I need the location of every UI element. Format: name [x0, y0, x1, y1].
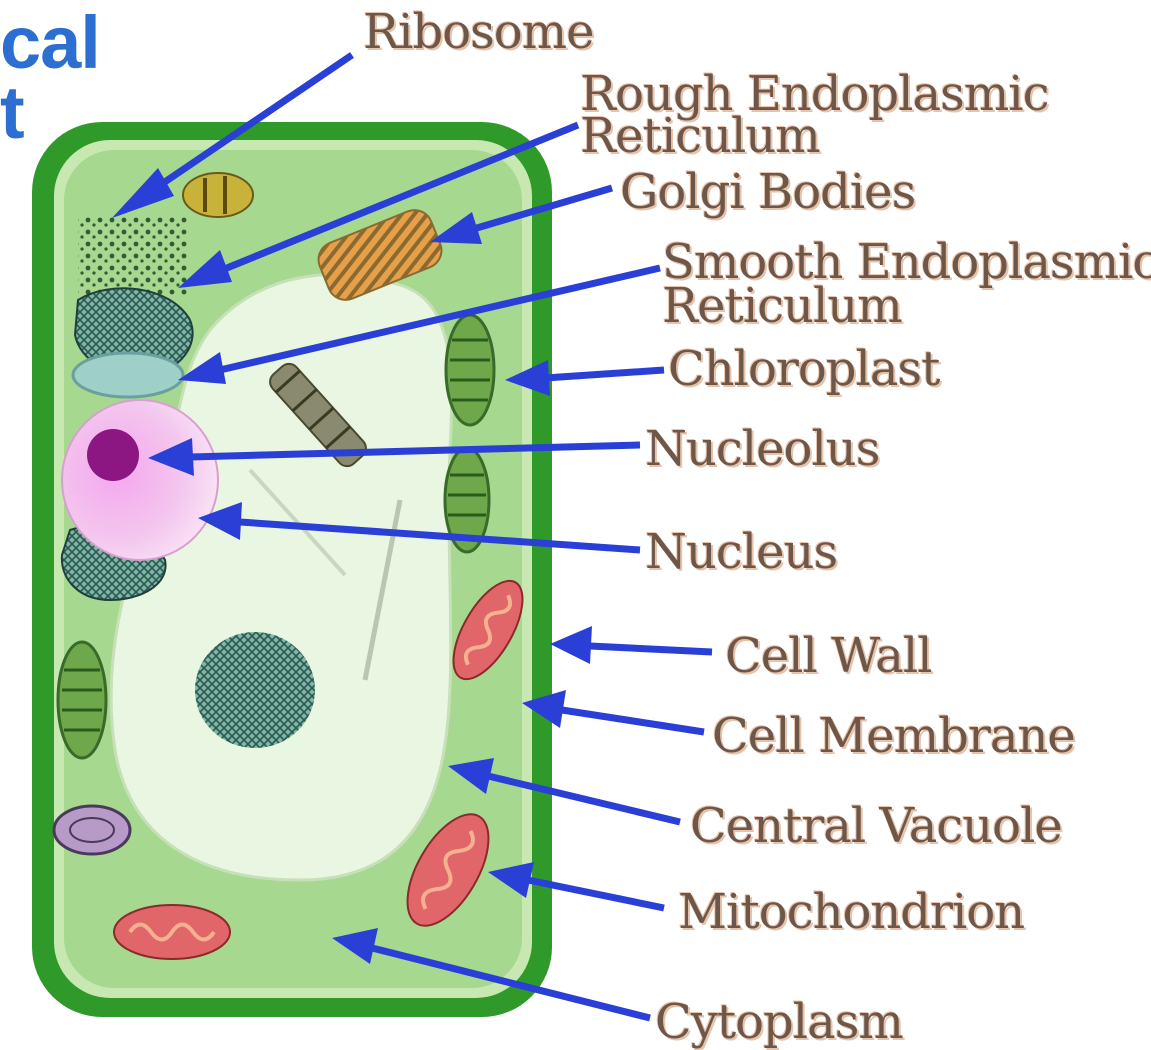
arrow-cell-membrane	[562, 710, 704, 732]
smooth-er-shape	[73, 353, 183, 397]
small-organelle	[54, 806, 130, 854]
chloroplast-left	[58, 642, 106, 758]
label-cytoplasm: Cytoplasm	[655, 998, 903, 1046]
arrow-cell-wall	[590, 646, 712, 652]
title-fragment-line1: cal	[0, 6, 100, 80]
label-nucleolus: Nucleolus	[645, 425, 879, 473]
label-rough-er-line2: Reticulum	[580, 112, 820, 160]
label-smooth-er-line2: Reticulum	[662, 282, 902, 330]
label-central-vacuole: Central Vacuole	[690, 802, 1062, 850]
ribosome-dots	[78, 215, 188, 295]
label-golgi: Golgi Bodies	[620, 168, 915, 216]
label-mitochondrion: Mitochondrion	[678, 888, 1024, 936]
title-fragment-line2: t	[0, 76, 24, 150]
label-cell-membrane: Cell Membrane	[712, 712, 1075, 760]
arrowhead-cell-wall	[550, 626, 592, 664]
label-nucleus: Nucleus	[645, 528, 837, 576]
arrow-chloroplast	[545, 370, 664, 378]
label-ribosome: Ribosome	[363, 8, 594, 56]
top-organelle	[183, 173, 253, 217]
vacuole-granule	[195, 632, 315, 748]
label-cell-wall: Cell Wall	[725, 632, 932, 680]
nucleus-shape	[62, 400, 218, 560]
nucleolus-shape	[87, 429, 139, 481]
mitochondrion-bottom	[114, 905, 230, 959]
label-chloroplast: Chloroplast	[668, 345, 939, 393]
chloroplast-right-1	[446, 315, 494, 425]
